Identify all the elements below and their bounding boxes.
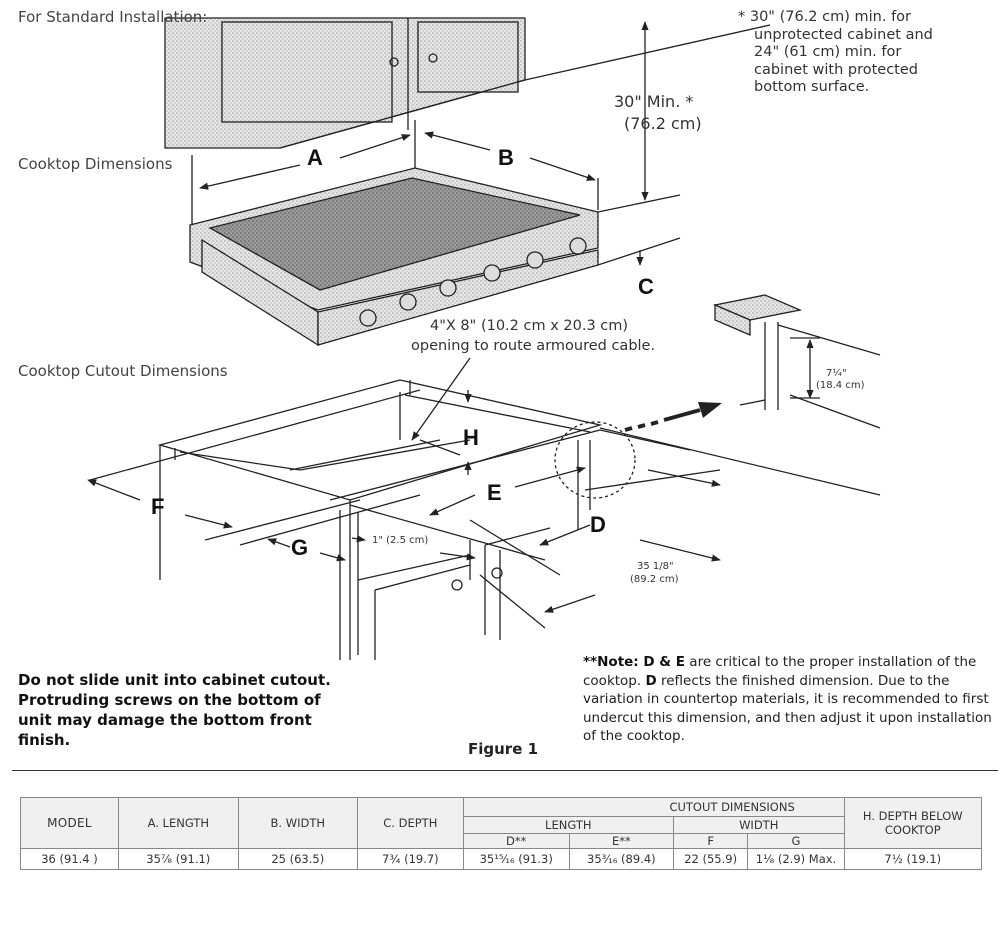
installation-note: **Note: D & E are critical to the proper… bbox=[583, 653, 993, 746]
header-h-line1: H. DEPTH BELOW bbox=[862, 809, 963, 823]
header-model: MODEL bbox=[20, 797, 119, 849]
section-divider bbox=[12, 770, 998, 771]
cable-opening-description: opening to route armoured cable. bbox=[411, 338, 656, 354]
one-inch-label: 1" (2.5 cm) bbox=[372, 535, 429, 546]
footnote-line: unprotected cabinet and bbox=[754, 26, 933, 43]
detail-metric-label: (18.4 cm) bbox=[816, 380, 865, 391]
dimension-h-label: H bbox=[463, 425, 479, 450]
detail-view bbox=[712, 294, 881, 429]
cell-d: 35¹⁵⁄₁₆ (91.3) bbox=[462, 848, 570, 870]
note-bold-d: D bbox=[645, 672, 657, 689]
cell-model: 36 (91.4 ) bbox=[20, 848, 119, 870]
header-a-length: A. LENGTH bbox=[118, 797, 239, 849]
header-f: F bbox=[672, 833, 749, 849]
cooktop-illustration bbox=[189, 167, 599, 347]
warning-line: Do not slide unit into cabinet cutout. bbox=[18, 671, 331, 689]
note-bold-de: D & E bbox=[643, 654, 686, 670]
cell-b: 25 (63.5) bbox=[237, 848, 358, 870]
note-text-1: are critical to the proper installation … bbox=[583, 654, 977, 689]
header-e: E** bbox=[568, 833, 674, 849]
cutout-illustration bbox=[157, 379, 691, 660]
clearance-metric-label: (76.2 cm) bbox=[624, 114, 702, 133]
footnote-line: * 30" (76.2 cm) min. for bbox=[738, 9, 912, 25]
figure-caption: Figure 1 bbox=[468, 740, 539, 758]
cell-f: 22 (55.9) bbox=[672, 848, 749, 870]
clearance-footnote: * 30" (76.2 cm) min. for unprotected cab… bbox=[738, 9, 933, 97]
header-cutout-dimensions: CUTOUT DIMENSIONS bbox=[462, 797, 845, 817]
dimensions-table: MODEL A. LENGTH B. WIDTH C. DEPTH CUTOUT… bbox=[20, 797, 983, 870]
cable-opening-label: 4"X 8" (10.2 cm x 20.3 cm) bbox=[430, 318, 629, 334]
detail-dimension-label: 7¼" bbox=[826, 368, 847, 379]
cutout-dimensions-label: Cooktop Cutout Dimensions bbox=[18, 362, 228, 380]
header-c-depth: C. DEPTH bbox=[356, 797, 464, 849]
detail-pointer-arrow bbox=[624, 408, 701, 432]
header-g: G bbox=[747, 833, 845, 849]
clearance-label: 30" Min. * bbox=[614, 92, 694, 111]
depth-label: 35 1/8" bbox=[637, 561, 674, 572]
footnote-line: cabinet with protected bbox=[754, 61, 918, 78]
dimension-e-label: E bbox=[487, 480, 502, 505]
header-b-width: B. WIDTH bbox=[237, 797, 358, 849]
note-text-2: reflects the finished dimension. Due to … bbox=[583, 672, 992, 745]
warning-line: finish. bbox=[18, 731, 71, 749]
dimension-d-label: D bbox=[590, 512, 606, 537]
cooktop-dimensions-label: Cooktop Dimensions bbox=[18, 155, 173, 173]
header-h-line2: COOKTOP bbox=[884, 823, 941, 837]
note-prefix: **Note: bbox=[583, 654, 644, 670]
dimension-f-label: F bbox=[151, 494, 165, 519]
cell-g: 1¹⁄₈ (2.9) Max. bbox=[747, 848, 845, 870]
warning-line: Protruding screws on the bottom of bbox=[18, 691, 321, 709]
installation-drawing bbox=[87, 17, 881, 660]
cell-a: 35⁷⁄₈ (91.1) bbox=[118, 848, 239, 870]
dimension-g-label: G bbox=[291, 535, 309, 560]
header-width: WIDTH bbox=[672, 816, 845, 834]
depth-metric-label: (89.2 cm) bbox=[630, 574, 679, 585]
dimension-b-label: B bbox=[498, 145, 514, 170]
dimension-a-label: A bbox=[307, 145, 323, 170]
header-h-depth: H. DEPTH BELOW COOKTOP bbox=[843, 797, 983, 849]
warning-text: Do not slide unit into cabinet cutout. P… bbox=[18, 670, 378, 750]
footnote-line: 24" (61 cm) min. for bbox=[754, 44, 902, 60]
header-d: D** bbox=[462, 833, 570, 849]
header-length: LENGTH bbox=[462, 816, 674, 834]
footnote-line: bottom surface. bbox=[754, 79, 870, 95]
table-row: 36 (91.4 ) 35⁷⁄₈ (91.1) 25 (63.5) 7¾ (19… bbox=[20, 848, 983, 870]
cell-h: 7½ (19.1) bbox=[843, 848, 983, 870]
dimension-c-label: C bbox=[638, 274, 654, 299]
standard-installation-label: For Standard Installation: bbox=[18, 8, 208, 26]
cell-e: 35³⁄₁₆ (89.4) bbox=[568, 848, 674, 870]
warning-line: unit may damage the bottom front bbox=[18, 711, 312, 729]
cell-c: 7¾ (19.7) bbox=[356, 848, 464, 870]
